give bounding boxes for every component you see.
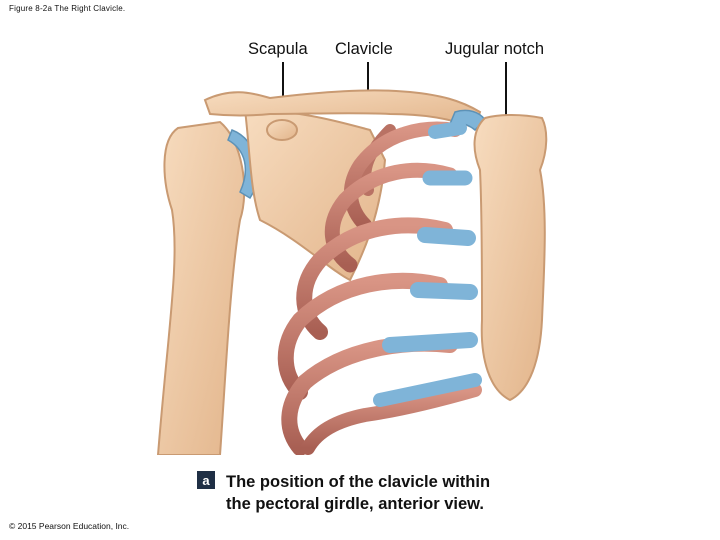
costal-cartilages (373, 121, 482, 407)
label-scapula: Scapula (248, 40, 308, 58)
panel-caption-line-2: the pectoral girdle, anterior view. (226, 495, 484, 513)
humerus (156, 120, 246, 455)
panel-label-badge: a (197, 471, 215, 489)
figure-title: Figure 8-2a The Right Clavicle. (9, 4, 126, 13)
ribs (277, 121, 482, 455)
panel-caption: The position of the clavicle within the … (226, 471, 606, 515)
label-clavicle: Clavicle (335, 40, 393, 58)
panel-caption-line-1: The position of the clavicle within (226, 473, 491, 491)
coracoid-process (266, 119, 298, 141)
leader-line-clavicle (367, 62, 369, 90)
leader-line-jugular-notch (505, 62, 507, 118)
pectoral-girdle-illustration (156, 89, 548, 455)
label-jugular-notch: Jugular notch (445, 40, 545, 58)
copyright-notice: © 2015 Pearson Education, Inc. (9, 521, 130, 531)
sternum (473, 114, 548, 402)
